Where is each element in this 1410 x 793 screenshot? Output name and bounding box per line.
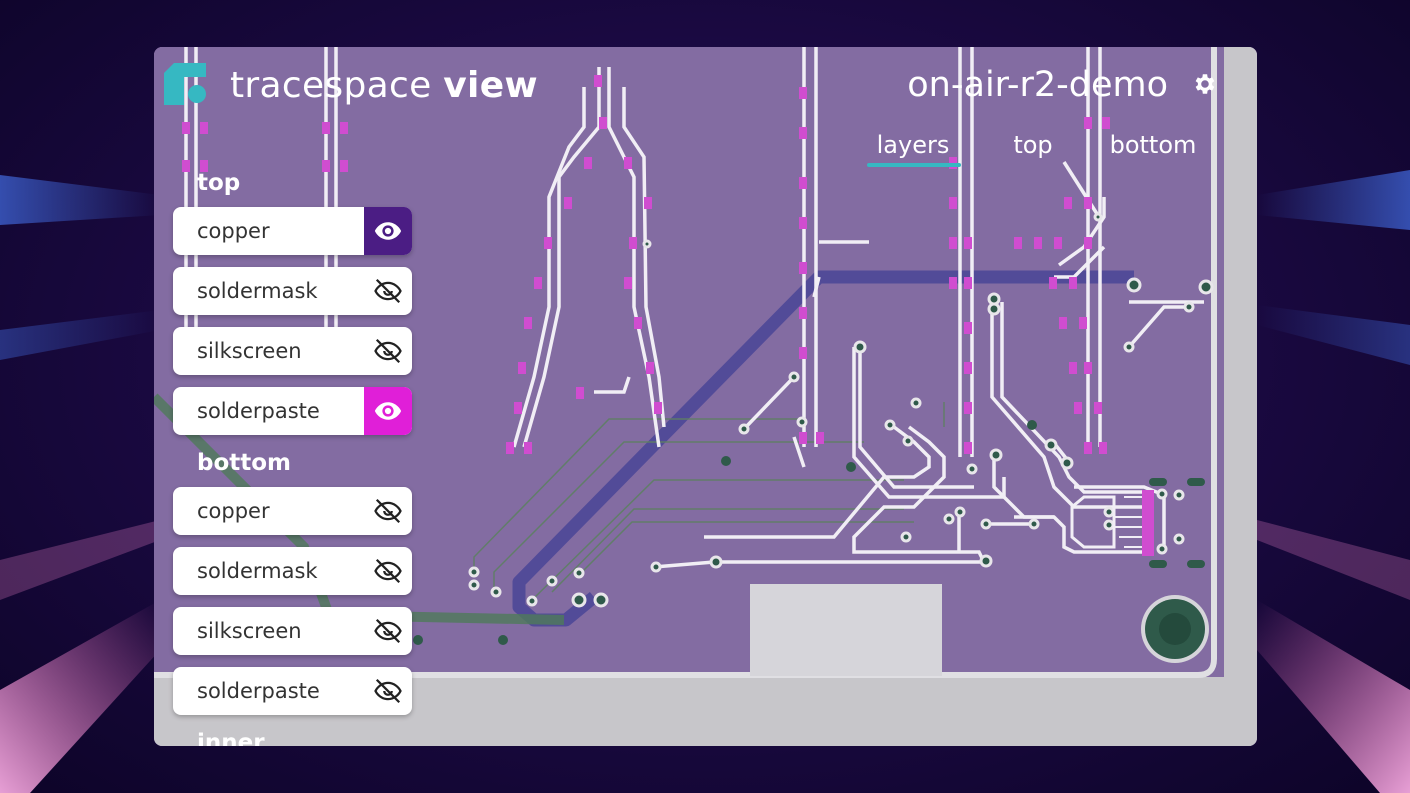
gear-icon[interactable] [1191, 71, 1217, 97]
board-name[interactable]: on-air-r2-demo [907, 65, 1168, 105]
layer-bottom-solderpaste[interactable]: solderpaste [173, 667, 412, 715]
group-title-bottom: bottom [197, 450, 292, 476]
app-brand-title: tracespace view [230, 65, 538, 106]
layer-bottom-soldermask[interactable]: soldermask [173, 547, 412, 595]
eye-slash-icon [374, 618, 402, 644]
eye-icon [374, 402, 402, 420]
view-tabs: layers top bottom [853, 131, 1213, 167]
visibility-toggle[interactable] [364, 207, 412, 255]
layer-label: solderpaste [197, 679, 320, 703]
layer-top-soldermask[interactable]: soldermask [173, 267, 412, 315]
tab-bottom[interactable]: bottom [1109, 131, 1197, 159]
visibility-toggle[interactable] [364, 547, 412, 595]
layer-label: solderpaste [197, 399, 320, 423]
visibility-toggle[interactable] [364, 607, 412, 655]
layer-label: copper [197, 219, 270, 243]
layer-bottom-silkscreen[interactable]: silkscreen [173, 607, 412, 655]
layer-bottom-copper[interactable]: copper [173, 487, 412, 535]
layer-label: silkscreen [197, 619, 302, 643]
visibility-toggle[interactable] [364, 327, 412, 375]
eye-slash-icon [374, 278, 402, 304]
tracespace-logo-icon[interactable] [164, 63, 208, 105]
group-title-top: top [197, 170, 241, 196]
visibility-toggle[interactable] [364, 487, 412, 535]
layer-label: soldermask [197, 279, 318, 303]
eye-slash-icon [374, 678, 402, 704]
eye-slash-icon [374, 338, 402, 364]
eye-slash-icon [374, 498, 402, 524]
layer-top-copper[interactable]: copper [173, 207, 412, 255]
group-title-inner: inner [197, 730, 265, 746]
tab-layers[interactable]: layers [853, 131, 973, 167]
tab-top[interactable]: top [1013, 131, 1053, 159]
brand-bold: view [443, 65, 538, 106]
layers-sidebar: top copper soldermask silkscreen solderp… [173, 167, 413, 746]
eye-icon [374, 222, 402, 240]
visibility-toggle[interactable] [364, 387, 412, 435]
layer-top-solderpaste[interactable]: solderpaste [173, 387, 412, 435]
brand-light: tracespace [230, 65, 432, 106]
layer-label: copper [197, 499, 270, 523]
layer-label: soldermask [197, 559, 318, 583]
app-window: tracespace view on-air-r2-demo layers to… [154, 47, 1257, 746]
app-header: tracespace view on-air-r2-demo [154, 47, 1257, 127]
visibility-toggle[interactable] [364, 667, 412, 715]
eye-slash-icon [374, 558, 402, 584]
visibility-toggle[interactable] [364, 267, 412, 315]
layer-top-silkscreen[interactable]: silkscreen [173, 327, 412, 375]
layer-label: silkscreen [197, 339, 302, 363]
